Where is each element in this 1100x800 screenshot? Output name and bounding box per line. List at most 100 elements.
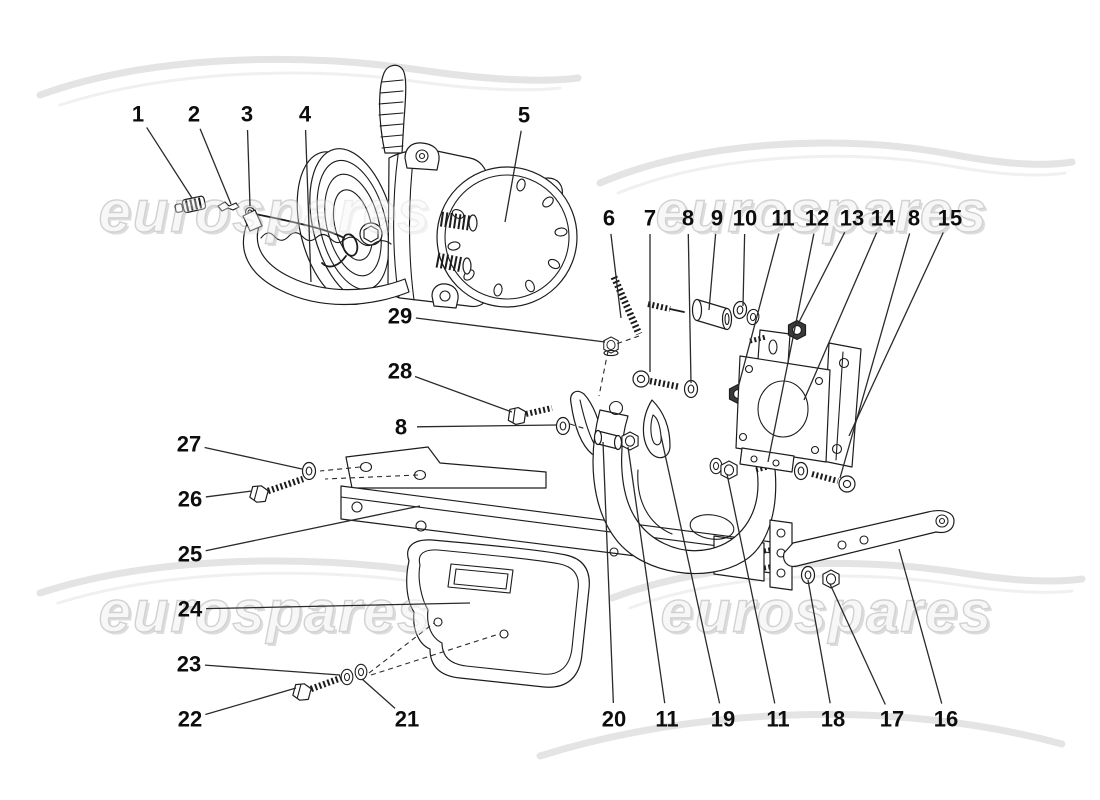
leader-line-16 [898,548,943,704]
callout-label-4: 4 [299,102,312,127]
washer-8a [683,379,699,399]
callout-label-14: 14 [871,206,896,231]
bolt-26-head [248,483,270,505]
leader-line-29 [415,317,606,343]
callout-label-12: 12 [805,206,829,231]
nut-11b [621,431,639,451]
belt-top-strip [378,64,407,154]
watermark-text-shadow: eurospares [101,582,434,647]
leader-line-26 [205,490,253,498]
assembly-guide-lines [319,335,640,676]
leader-line-18 [807,579,831,704]
arm-end-plate [769,519,793,591]
leader-line-15 [848,232,944,437]
callout-label-11: 11 [655,707,678,732]
callout-label-7: 7 [644,206,656,231]
callout-label-21: 21 [395,707,419,732]
callout-label-17: 17 [880,707,904,732]
drive-belt-segment [242,209,410,306]
callout-label-11: 11 [771,206,794,231]
leader-line-21 [361,678,396,709]
watermark-text-shadow: eurospares [663,582,996,647]
callout-label-5: 5 [518,103,530,128]
callout-label-24: 24 [178,597,203,622]
callout-label-3: 3 [241,102,253,127]
leader-line-27 [204,446,303,470]
slotted-strap [642,399,671,459]
watermark-text: eurospares [99,580,432,645]
leader-line-20 [602,441,615,704]
mounting-plate-14 [735,355,831,463]
watermark-text: eurospares [656,180,989,245]
mounting-plate-assembly [735,319,862,493]
callout-label-1: 1 [132,102,144,127]
washer-23 [340,668,354,686]
callout-label-27: 27 [177,432,201,457]
leader-line-11 [726,473,776,704]
leader-lines [146,127,944,716]
watermark-text-shadow: eurospares [101,182,434,247]
callout-label-29: 29 [388,304,412,329]
leader-line-24 [205,602,471,610]
leader-line-9 [708,233,717,311]
callout-label-8: 8 [908,206,920,231]
leader-line-25 [205,505,421,552]
leader-line-11 [627,446,666,704]
upper-tab [757,329,791,365]
support-arm-assembly [769,509,955,591]
leader-line-3 [246,129,251,207]
nut-13 [787,319,807,341]
watermark-text: eurospares [661,580,994,645]
leader-line-28 [414,375,513,413]
callout-label-28: 28 [388,359,412,384]
bolt-28-head [507,405,527,427]
watermark-text: eurospares [656,180,989,245]
callout-label-22: 22 [178,707,202,732]
leader-line-22 [205,687,297,716]
leader-line-8 [416,424,557,428]
callout-label-23: 23 [177,652,201,677]
watermark-layer-front: eurospares eurospares eurospares eurospares… [98,179,996,647]
leader-line-12 [767,233,815,463]
leader-line-8 [687,233,692,384]
leader-line-23 [204,664,341,676]
leader-line-13 [797,231,846,325]
refrigerant-fittings [435,211,478,275]
loose-fasteners [248,405,571,703]
callout-label-6: 6 [603,206,615,231]
compressor-assembly [296,64,578,309]
callout-label-8: 8 [395,415,407,440]
watermark-text-shadow: eurospares [101,582,434,647]
belt-guard-cover [406,539,590,688]
leader-line-4 [304,129,312,283]
spacer-9 [691,298,733,331]
leader-line-11 [737,233,780,389]
watermark-text: eurospares [661,580,994,645]
watermark-text-shadow: eurospares [663,582,996,647]
bolt-7-shaft [649,377,681,391]
washer-21 [354,663,368,681]
callout-label-25: 25 [178,542,202,567]
wire-clip [217,201,240,212]
leader-line-2 [199,128,232,205]
leader-line-5 [504,130,522,223]
bolt-8-shaft [811,471,839,484]
sensor-connector [174,195,207,214]
leader-line-6 [610,233,622,319]
bolt-28-shaft [525,405,553,417]
callout-label-18: 18 [821,707,845,732]
callout-label-13: 13 [840,206,864,231]
washer-8b-right [793,461,809,481]
compressor-bracket-assembly [570,275,781,575]
bolt-7-head [632,370,650,388]
watermark-text: eurospares [99,180,432,245]
callout-label-9: 9 [711,206,723,231]
support-arm-16 [783,509,955,567]
bolt-26-shaft [266,475,305,495]
washer-27 [301,461,317,481]
callout-label-2: 2 [188,102,200,127]
watermark-text-shadow: eurospares [658,182,991,247]
compressor-pulley [296,148,397,306]
callout-label-8: 8 [682,206,694,231]
